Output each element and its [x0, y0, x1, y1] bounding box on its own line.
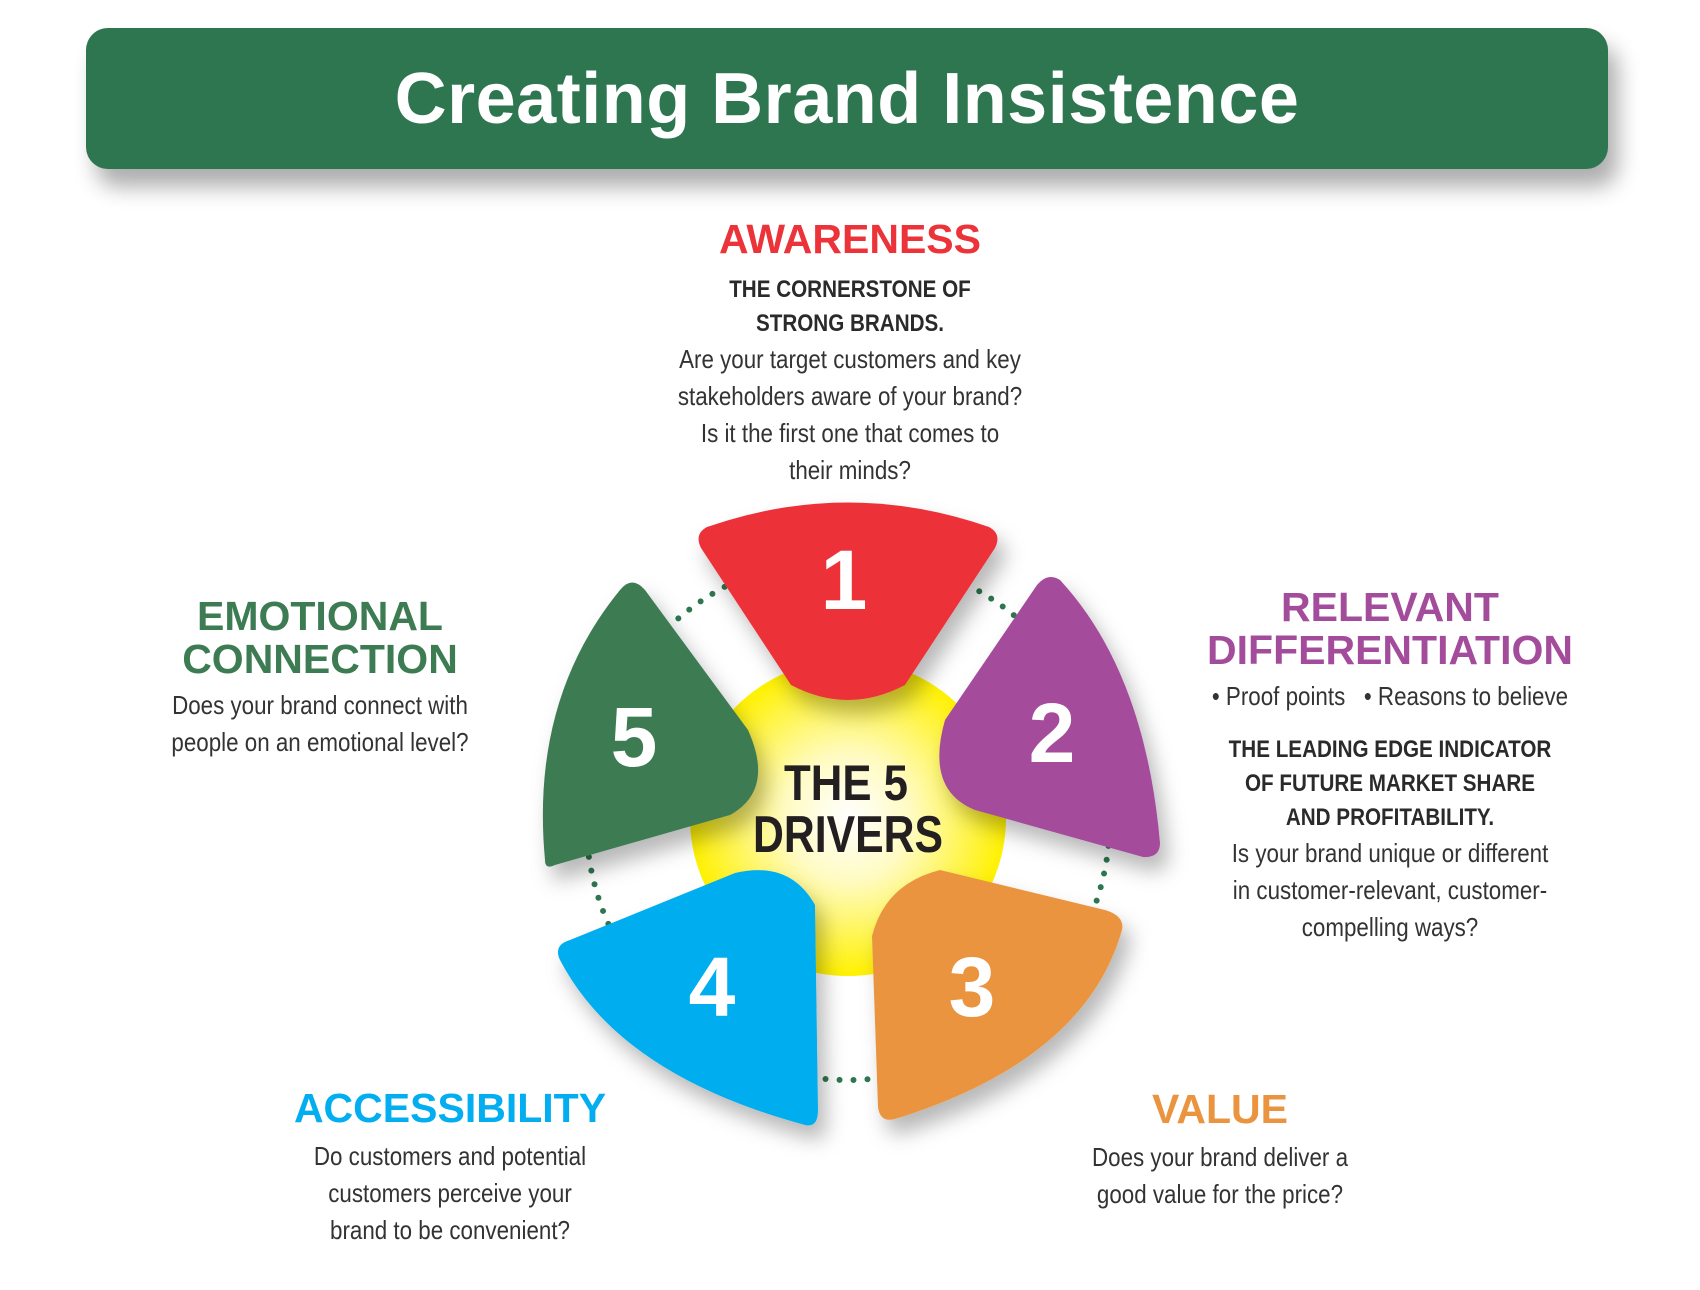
driver-subtitle-awareness: THE CORNERSTONE OF STRONG BRANDS.: [635, 273, 1065, 341]
driver-title-value: VALUE: [1152, 1086, 1288, 1132]
segment-shape-awareness: [698, 502, 998, 700]
driver-number-awareness: 1: [821, 533, 868, 627]
driver-bullets-relevant: • Proof points • Reasons to believe: [1201, 678, 1579, 715]
segment-shape-accessibility: [557, 870, 818, 1126]
center-label-line1: THE 5: [784, 755, 908, 811]
driver-number-relevant: 2: [1029, 686, 1076, 780]
subtitle-line: AND PROFITABILITY.: [1285, 804, 1495, 831]
driver-subtitle-relevant: THE LEADING EDGE INDICATOR OF FUTURE MAR…: [1201, 733, 1579, 835]
body-line: customers perceive your: [328, 1178, 572, 1208]
body-line: their minds?: [789, 455, 911, 485]
driver-body-emotional: Does your brand connect with people on a…: [148, 687, 492, 761]
driver-segment-awareness: [698, 502, 998, 700]
driver-body-relevant: Is your brand unique or different in cus…: [1201, 835, 1579, 946]
subtitle-line: STRONG BRANDS.: [755, 310, 945, 337]
segment-shape-value: [872, 870, 1123, 1120]
driver-title-accessibility: ACCESSIBILITY: [293, 1085, 607, 1131]
segment-shape-emotional: [542, 582, 759, 867]
driver-body-awareness: Are your target customers and key stakeh…: [635, 341, 1065, 489]
body-line: compelling ways?: [1301, 912, 1479, 942]
title-line: CONNECTION: [182, 636, 458, 682]
body-line: good value for the price?: [1096, 1179, 1344, 1209]
driver-awareness-text: AWARENESS THE CORNERSTONE OF STRONG BRAN…: [600, 218, 1100, 489]
body-line: Does your brand connect with: [172, 690, 468, 720]
driver-emotional-text: EMOTIONAL CONNECTION Does your brand con…: [120, 595, 520, 761]
driver-segment-emotional: [542, 582, 759, 867]
subtitle-line: THE CORNERSTONE OF: [729, 276, 971, 303]
title-line: RELEVANT: [1281, 584, 1499, 630]
subtitle-line: THE LEADING EDGE INDICATOR: [1228, 736, 1552, 763]
driver-relevant-text: RELEVANT DIFFERENTIATION • Proof points …: [1170, 586, 1610, 946]
driver-title-awareness: AWARENESS: [719, 216, 981, 262]
body-line: Are your target customers and key: [679, 344, 1021, 374]
driver-body-accessibility: Do customers and potential customers per…: [261, 1138, 639, 1249]
body-line: Is it the first one that comes to: [700, 418, 1000, 448]
body-line: in customer-relevant, customer-: [1232, 875, 1548, 905]
driver-number-emotional: 5: [611, 690, 658, 784]
page-title: Creating Brand Insistence: [394, 58, 1300, 139]
driver-number-value: 3: [949, 940, 996, 1034]
body-line: Is your brand unique or different: [1231, 838, 1549, 868]
title-line: DIFFERENTIATION: [1207, 627, 1573, 673]
driver-segment-value: [872, 870, 1123, 1120]
header-banner: Creating Brand Insistence: [86, 28, 1608, 169]
body-line: Do customers and potential: [313, 1141, 587, 1171]
segment-shape-relevant: [939, 576, 1160, 858]
driver-number-accessibility: 4: [689, 940, 736, 1034]
body-line: brand to be convenient?: [330, 1215, 570, 1245]
driver-body-value: Does your brand deliver a good value for…: [1039, 1139, 1400, 1213]
driver-segment-relevant: [939, 576, 1160, 858]
subtitle-line: OF FUTURE MARKET SHARE: [1244, 770, 1536, 797]
bullet-item: • Reasons to believe: [1363, 681, 1569, 711]
title-line: EMOTIONAL: [197, 593, 443, 639]
driver-value-text: VALUE Does your brand deliver a good val…: [1010, 1088, 1430, 1213]
center-label-line2: DRIVERS: [753, 806, 943, 864]
driver-accessibility-text: ACCESSIBILITY Do customers and potential…: [230, 1087, 670, 1249]
bullet-item: • Proof points: [1211, 681, 1346, 711]
driver-segment-accessibility: [557, 870, 818, 1126]
driver-title-emotional: EMOTIONAL CONNECTION: [120, 595, 520, 681]
body-line: Does your brand deliver a: [1091, 1142, 1349, 1172]
driver-title-relevant: RELEVANT DIFFERENTIATION: [1170, 586, 1610, 672]
body-line: stakeholders aware of your brand?: [677, 381, 1023, 411]
body-line: people on an emotional level?: [171, 727, 469, 757]
